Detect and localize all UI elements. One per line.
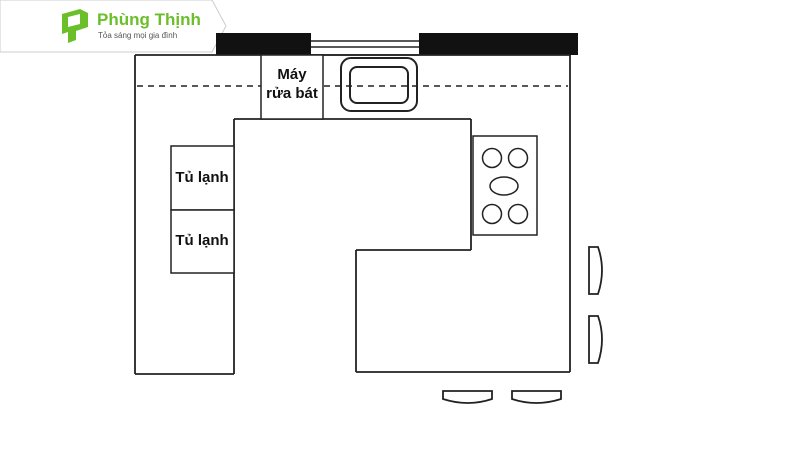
bar-stool-icon bbox=[588, 246, 603, 295]
bar-stool-icon bbox=[511, 390, 562, 404]
dishwasher-label-line2: rửa bát bbox=[266, 85, 318, 102]
window bbox=[311, 40, 419, 56]
wall-right-segment bbox=[419, 33, 578, 55]
bar-stool-icon bbox=[588, 315, 603, 364]
fridge-bottom bbox=[170, 209, 235, 274]
bar-stool-icon bbox=[442, 390, 493, 404]
fridge-top-label: Tủ lạnh bbox=[175, 169, 229, 186]
wall-left-segment bbox=[216, 33, 311, 55]
sink-icon bbox=[340, 57, 418, 112]
fridge-top bbox=[170, 145, 235, 211]
fridge-bottom-label: Tủ lạnh bbox=[175, 232, 229, 249]
cooktop-icon bbox=[472, 135, 538, 236]
brand-name: Phùng Thịnh bbox=[97, 10, 201, 29]
dishwasher-label-line1: Máy bbox=[277, 66, 307, 83]
brand-slogan: Tỏa sáng mọi gia đình bbox=[98, 31, 178, 40]
dishwasher bbox=[260, 54, 324, 120]
phung-thinh-logo-icon bbox=[62, 9, 88, 43]
